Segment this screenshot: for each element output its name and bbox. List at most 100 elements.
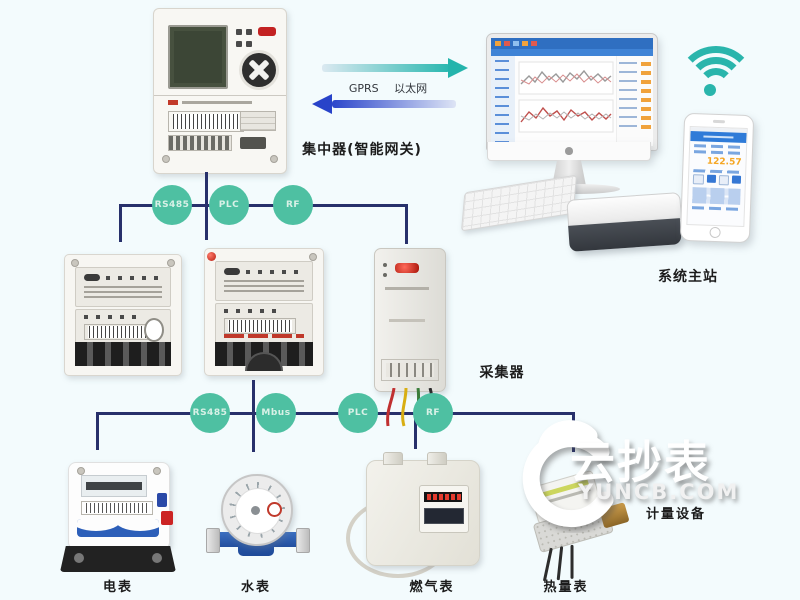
concentrator-device [153,8,287,174]
phone-button-row [692,174,742,186]
bus-line-vertical [119,204,122,242]
bus-node-rs485: RS485 [190,393,230,433]
red-led [207,252,216,261]
link-type-label: GPRS 以太网 [348,82,428,95]
electric-meter-label: 电表 [102,580,134,595]
router-box [566,192,682,252]
red-led [395,263,419,273]
electric-meter [68,462,173,550]
indicator-dot [236,41,242,47]
dashboard-header [491,38,653,49]
bus-line-vertical [405,204,408,244]
imac-chin [487,142,651,161]
bus-line-vertical [414,412,417,449]
indicator-dot [246,41,252,47]
master-station-label: 系统主站 [658,269,718,285]
downlink-arrow [332,100,456,108]
blue-button [157,493,167,507]
dashboard-right-panel [616,56,653,146]
phone-data-grid [692,187,741,205]
bus-line-horizontal [120,204,408,207]
screw [77,467,85,475]
bus-node-mbus: Mbus [256,393,296,433]
gas-pipe-stub [383,452,403,465]
screw [167,259,175,267]
downlink-arrowhead-icon [312,94,332,114]
screw [71,259,79,267]
port-block [240,137,266,149]
dashboard-charts [515,56,617,146]
barcode-label [81,501,153,515]
gas-meter [366,452,480,566]
uplink-arrowhead-icon [448,58,468,78]
brand-logo [168,100,178,105]
label-line [389,319,425,322]
dial-cap [251,506,260,515]
lcd-screen [168,25,228,89]
red-button [161,511,173,525]
screw [270,155,278,163]
imac-monitor [486,33,658,151]
terminal-block [69,337,177,371]
uplink-arrow [322,64,450,72]
brand-text-line [182,101,252,104]
blue-wave-band [77,519,159,537]
bus-node-rf: RF [273,185,313,225]
watermark-en: YUNCB.COM [578,480,740,504]
bus-node-plc: PLC [338,393,378,433]
apple-logo-icon [565,147,573,155]
screw [309,253,317,261]
phone-app-header [690,131,747,143]
concentrator-label: 集中器(智能网关) [302,142,422,158]
dial-counter [267,502,282,517]
bus-node-plc: PLC [209,185,249,225]
pipe-fitting [206,528,220,553]
phone-screen: 122.57 [686,126,748,227]
digit-display [424,492,462,502]
keypad [242,53,276,87]
header-icon [531,41,537,46]
phone-info-row [691,206,740,211]
cable [556,546,564,581]
barcode-label [168,111,244,132]
lcd-inner [174,31,222,83]
meter-top-panel [75,267,171,307]
metering-devices-label: 计量设备 [645,507,707,522]
electric-meter-base [60,546,176,572]
dashboard-subheader [491,49,653,56]
cable [570,544,574,579]
label-line [385,287,429,290]
collector-module [374,248,446,392]
red-button [258,27,276,36]
phone-info-row [693,150,742,155]
cloud-watermark-icon [522,420,614,528]
bus-node-rs485: RS485 [152,185,192,225]
smartphone: 122.57 [679,112,755,244]
header-icon [522,41,528,46]
gas-meter-label: 燃气表 [409,580,455,595]
display-window [424,508,464,524]
phone-speaker [712,119,726,124]
lcd-display [81,475,147,497]
phone-home-button [709,226,721,239]
panel-divider [154,95,286,96]
gas-pipe-stub [427,452,447,465]
collector-meter-a [64,254,182,376]
phone-info-row [693,169,742,174]
bus-line-vertical [252,380,255,452]
indicator-dot [236,29,242,35]
phone-info-row [694,144,743,149]
watermark-cn: 云抄表 [570,436,712,489]
bus-line-vertical [96,412,99,450]
meter-label-panel [75,309,171,347]
header-icon [513,41,519,46]
bus-node-rf: RF [413,393,453,433]
screw [153,467,161,475]
phone-meter-reading: 122.57 [706,156,742,168]
connector-strip [381,359,439,381]
bus-line-horizontal [97,412,575,415]
collector-label: 采集器 [479,365,525,381]
header-icon [495,41,501,46]
indicator-dot [246,29,252,35]
